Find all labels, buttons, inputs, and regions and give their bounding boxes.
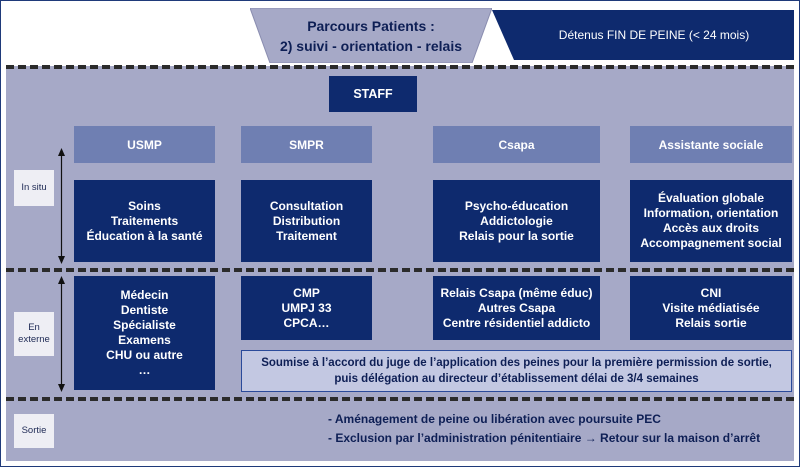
csapa-externe-item: Centre résidentiel addicto bbox=[442, 315, 591, 330]
separator-bottom bbox=[6, 397, 794, 401]
separator-middle bbox=[6, 268, 794, 272]
row-label-en-externe: En externe bbox=[14, 312, 54, 356]
usmp-externe-box: Médecin Dentiste Spécialiste Examens CHU… bbox=[74, 276, 215, 390]
as-externe-item: CNI bbox=[700, 285, 722, 300]
title-trapezoid bbox=[250, 8, 492, 63]
sortie-text: - Aménagement de peine ou libération ave… bbox=[328, 410, 788, 454]
row-label-en-externe-line-2: externe bbox=[18, 334, 50, 345]
en-externe-double-arrow-icon bbox=[58, 276, 65, 392]
smpr-externe-box: CMP UMPJ 33 CPCA… bbox=[241, 276, 372, 340]
smpr-in-situ-item: Distribution bbox=[272, 213, 341, 228]
usmp-in-situ-item: Éducation à la santé bbox=[86, 228, 203, 243]
diagram-title: Parcours Patients : 2) suivi - orientati… bbox=[265, 13, 477, 59]
permission-note: Soumise à l’accord du juge de l’applicat… bbox=[241, 350, 792, 392]
permission-note-line-2: puis délégation au directeur d’établisse… bbox=[334, 373, 699, 385]
usmp-in-situ-item: Traitements bbox=[110, 213, 179, 228]
csapa-in-situ-item: Relais pour la sortie bbox=[459, 228, 574, 243]
smpr-externe-item: UMPJ 33 bbox=[281, 300, 332, 315]
as-in-situ-item: Accompagnement social bbox=[640, 236, 782, 250]
title-line-1: Parcours Patients : bbox=[307, 18, 435, 34]
smpr-in-situ-item: Consultation bbox=[269, 198, 344, 213]
column-header-usmp: USMP bbox=[74, 126, 215, 163]
subtitle: Détenus FIN DE PEINE (< 24 mois) bbox=[558, 28, 750, 42]
sortie-line-2: - Exclusion par l’administration péniten… bbox=[328, 431, 761, 445]
column-header-assistante-sociale: Assistante sociale bbox=[630, 126, 792, 163]
column-header-smpr: SMPR bbox=[241, 126, 372, 163]
usmp-externe-item: CHU ou autre bbox=[106, 348, 183, 362]
as-externe-item: Visite médiatisée bbox=[662, 300, 760, 315]
in-situ-double-arrow-icon bbox=[58, 148, 65, 264]
sortie-line-1: - Aménagement de peine ou libération ave… bbox=[328, 412, 661, 426]
csapa-externe-item: Relais Csapa (même éduc) bbox=[440, 285, 593, 300]
smpr-externe-item: CPCA… bbox=[283, 315, 330, 330]
title-line-2: 2) suivi - orientation - relais bbox=[279, 38, 463, 54]
permission-note-line-1: Soumise à l’accord du juge de l’applicat… bbox=[261, 357, 772, 369]
as-in-situ-item: Accès aux droits bbox=[662, 221, 760, 235]
csapa-externe-item: Autres Csapa bbox=[477, 300, 556, 315]
smpr-in-situ-item: Traitement bbox=[276, 228, 337, 243]
csapa-in-situ-item: Psycho-éducation bbox=[464, 198, 569, 213]
row-label-en-externe-line-1: En bbox=[28, 322, 40, 333]
usmp-externe-item: … bbox=[138, 363, 151, 377]
separator-top bbox=[6, 65, 794, 69]
as-in-situ-item: Évaluation globale bbox=[657, 191, 765, 205]
csapa-in-situ-box: Psycho-éducation Addictologie Relais pou… bbox=[433, 180, 600, 262]
usmp-externe-item: Médecin bbox=[120, 288, 169, 302]
as-externe-item: Relais sortie bbox=[675, 315, 747, 330]
usmp-externe-item: Examens bbox=[118, 333, 171, 347]
as-in-situ-item: Information, orientation bbox=[643, 206, 779, 220]
usmp-in-situ-item: Soins bbox=[128, 198, 161, 213]
csapa-externe-box: Relais Csapa (même éduc) Autres Csapa Ce… bbox=[433, 276, 600, 340]
as-in-situ-box: Évaluation globale Information, orientat… bbox=[630, 180, 792, 262]
row-label-sortie: Sortie bbox=[14, 414, 54, 448]
staff-box: STAFF bbox=[329, 76, 417, 112]
csapa-in-situ-item: Addictologie bbox=[480, 213, 553, 228]
subtitle-banner bbox=[492, 10, 794, 60]
row-label-in-situ: In situ bbox=[14, 170, 54, 206]
column-header-csapa: Csapa bbox=[433, 126, 600, 163]
usmp-externe-item: Dentiste bbox=[120, 303, 169, 317]
usmp-externe-item: Spécialiste bbox=[113, 318, 176, 332]
usmp-in-situ-box: Soins Traitements Éducation à la santé bbox=[74, 180, 215, 262]
sortie-band bbox=[6, 398, 794, 461]
as-externe-box: CNI Visite médiatisée Relais sortie bbox=[630, 276, 792, 340]
smpr-in-situ-box: Consultation Distribution Traitement bbox=[241, 180, 372, 262]
smpr-externe-item: CMP bbox=[293, 285, 320, 300]
